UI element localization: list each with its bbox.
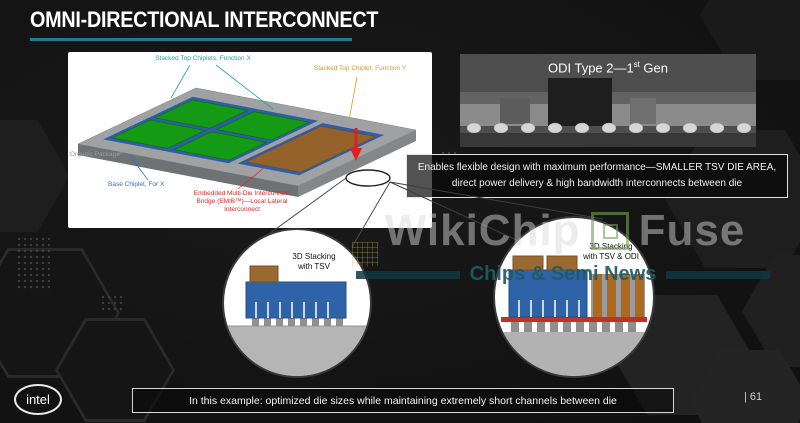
slide-title: OMNI-DIRECTIONAL INTERCONNECT	[30, 7, 379, 32]
zoom-circle-tsv: 3D Stacking with TSV	[222, 228, 372, 378]
label-base-chiplet: Base Chiplet, For X	[108, 181, 165, 188]
zoom-circle-odi-illustration	[495, 255, 653, 376]
title-underline	[30, 38, 352, 41]
sem-caption-prefix: ODI Type 2—1	[547, 60, 634, 76]
tsv-label-line2: with TSV	[298, 261, 330, 271]
intel-logo: intel	[14, 384, 62, 415]
intel-logo-text: intel	[26, 392, 50, 407]
sem-caption-suffix: Gen	[639, 60, 668, 76]
label-emib: Embedded Multi-Die Interconnect Bridge (…	[193, 190, 291, 214]
callout-text: Enables flexible design with maximum per…	[417, 162, 777, 189]
zoom-circle-odi-label: 3D Stacking with TSV & ODI	[573, 242, 649, 261]
page-number: | 61	[744, 391, 763, 403]
zoom-circle-tsv-label: 3D Stacking with TSV	[276, 252, 352, 271]
sem-image	[460, 54, 756, 147]
hexagon-decor	[0, 120, 70, 232]
callout-box: Enables flexible design with maximum per…	[406, 154, 788, 198]
odi-label-line1: 3D Stacking	[589, 242, 633, 251]
footer-note-box: In this example: optimized die sizes whi…	[132, 388, 674, 413]
label-organic-package: Organic Package	[70, 151, 120, 158]
sem-caption-superscript: st	[633, 60, 640, 69]
label-stacked-top-chiplets-x: Stacked Top Chiplets, Function X	[155, 55, 251, 62]
label-stacked-top-chiplet-y: Stacked Top Chiplet, Function Y	[313, 65, 407, 72]
hexagon-decor	[665, 130, 800, 268]
tagline-bar-right	[666, 270, 770, 279]
dot-grid-decor	[16, 236, 50, 292]
footer-note-text: In this example: optimized die sizes whi…	[189, 394, 617, 407]
sem-caption: ODI Type 2—1st Gen	[460, 60, 756, 75]
dot-grid-decor	[100, 294, 126, 314]
package-diagram-panel: Stacked Top Chiplets, Function X Stacked…	[68, 52, 432, 228]
sem-image-panel: ODI Type 2—1st Gen	[460, 54, 756, 147]
package-3d-diagram	[77, 64, 417, 197]
tagline-bar-left	[356, 270, 460, 279]
zoom-circle-odi: 3D Stacking with TSV & ODI	[493, 216, 655, 378]
tsv-label-line1: 3D Stacking	[292, 252, 336, 261]
odi-label-line2: with TSV & ODI	[583, 251, 639, 261]
